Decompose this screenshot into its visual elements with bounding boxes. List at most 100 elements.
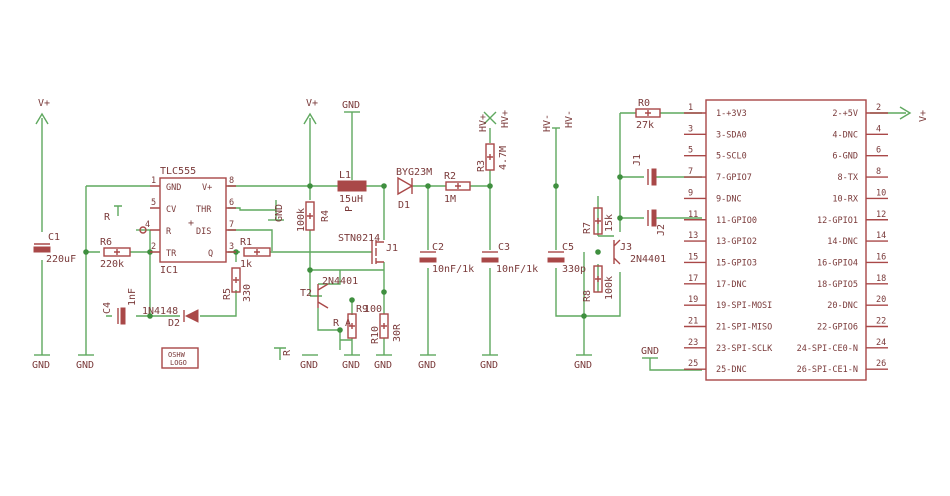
resistor-r7: R7 15k xyxy=(582,207,615,235)
svg-text:1nF: 1nF xyxy=(127,288,138,306)
resistor-r4: R4 100k xyxy=(296,201,331,232)
svg-text:GND: GND xyxy=(166,183,181,193)
header-pin-number: 25 xyxy=(688,359,698,369)
capacitor-c5: C5 330p xyxy=(547,242,586,275)
svg-text:GND: GND xyxy=(374,360,392,371)
transistor-j3: J3 2N4401 xyxy=(613,239,666,265)
svg-text:DIS: DIS xyxy=(196,227,211,237)
supply-hv-plus: HV+ HV+ xyxy=(478,110,511,132)
svg-text:15k: 15k xyxy=(604,214,615,232)
svg-text:8: 8 xyxy=(229,176,234,186)
header-pin-number: 7 xyxy=(688,167,693,177)
supply-label: HV+ xyxy=(500,110,511,128)
svg-text:6: 6 xyxy=(229,198,234,208)
svg-text:R5: R5 xyxy=(222,288,233,300)
svg-text:R9: R9 xyxy=(356,304,368,315)
svg-text:GND: GND xyxy=(76,360,94,371)
svg-text:J3: J3 xyxy=(620,242,632,253)
header-pin-number: 14 xyxy=(876,231,886,241)
header-pin-number: 3 xyxy=(688,124,693,134)
header-pin-label: 6-GND xyxy=(832,152,858,162)
header-pin-number: 18 xyxy=(876,274,886,284)
header-pin-label: 2-+5V xyxy=(832,109,858,119)
resistor-r3: R3 4.7M xyxy=(476,143,509,172)
svg-text:GND: GND xyxy=(32,360,50,371)
svg-text:T2: T2 xyxy=(300,288,312,299)
gpio-header: 11-+3V333-SDA055-SCL077-GPIO799-DNC1111-… xyxy=(684,99,888,381)
ground-3: GND xyxy=(268,204,285,222)
svg-text:GND: GND xyxy=(480,360,498,371)
ground-6: GND xyxy=(374,354,392,371)
supply-hv-minus: HV- HV- xyxy=(542,110,575,132)
wires xyxy=(41,112,906,371)
svg-text:330p: 330p xyxy=(562,264,586,275)
header-pin-label: 10-RX xyxy=(832,194,858,204)
capacitor-c1: C1 220uF xyxy=(33,232,76,265)
svg-text:27k: 27k xyxy=(636,120,654,131)
svg-text:1k: 1k xyxy=(240,259,252,270)
header-pin-number: 20 xyxy=(876,295,886,305)
header-pin-label: 17-DNC xyxy=(716,280,747,290)
oshw-logo: OSHW LOGO xyxy=(161,347,199,369)
svg-text:4.7M: 4.7M xyxy=(498,146,509,170)
header-pin-label: 22-GPIO6 xyxy=(817,323,858,333)
svg-text:100k: 100k xyxy=(604,276,615,300)
svg-text:STN0214: STN0214 xyxy=(338,233,380,244)
header-pin-label: 8-TX xyxy=(838,173,859,183)
supply-vplus-mid: V+ xyxy=(303,98,318,125)
header-pin-number: 17 xyxy=(688,274,698,284)
header-pin-number: 23 xyxy=(688,338,698,348)
header-pin-label: 3-SDA0 xyxy=(716,130,747,140)
svg-text:D2: D2 xyxy=(168,318,180,329)
header-pin-number: 19 xyxy=(688,295,698,305)
svg-text:GND: GND xyxy=(342,360,360,371)
svg-text:GND: GND xyxy=(418,360,436,371)
svg-text:GND: GND xyxy=(300,360,318,371)
resistor-r2: R2 1M xyxy=(444,171,471,205)
header-pin-number: 4 xyxy=(876,124,881,134)
header-pin-number: 1 xyxy=(688,103,693,113)
header-pin-number: 21 xyxy=(688,317,698,327)
svg-text:R4: R4 xyxy=(320,210,331,222)
supply-label: V+ xyxy=(38,98,50,109)
header-pin-number: 11 xyxy=(688,210,698,220)
header-pin-number: 22 xyxy=(876,317,886,327)
header-pin-label: 20-DNC xyxy=(827,301,858,311)
ground-1: GND xyxy=(32,354,50,371)
resistor-r6: R6 220k xyxy=(100,237,131,270)
svg-text:2N4401: 2N4401 xyxy=(322,276,358,287)
svg-text:BYG23M: BYG23M xyxy=(396,167,432,178)
header-pin-label: 15-GPIO3 xyxy=(716,258,757,268)
junctions xyxy=(83,174,623,333)
supply-label: V+ xyxy=(918,110,929,122)
supply-vplus-left: V+ xyxy=(35,98,50,125)
supply-label: GND xyxy=(641,346,659,357)
ic1-ref: IC1 xyxy=(160,265,178,276)
svg-text:4: 4 xyxy=(145,220,150,230)
header-pin-number: 5 xyxy=(688,146,693,156)
svg-text:CV: CV xyxy=(166,205,176,215)
header-pin-number: 15 xyxy=(688,252,698,262)
svg-text:C5: C5 xyxy=(562,242,574,253)
header-pin-number: 2 xyxy=(876,103,881,113)
header-pin-label: 23-SPI-SCLK xyxy=(716,344,773,354)
svg-text:10nF/1k: 10nF/1k xyxy=(496,264,538,275)
supply-label: HV- xyxy=(564,110,575,128)
header-right-pins: 22-+5V44-DNC66-GND88-TX1010-RX1212-GPIO1… xyxy=(797,103,888,375)
resistor-r10: R10 30R xyxy=(370,313,403,344)
svg-text:330: 330 xyxy=(242,284,253,302)
svg-text:R10: R10 xyxy=(370,326,381,344)
resistor-r5: R5 330 xyxy=(222,267,253,302)
svg-text:LOGO: LOGO xyxy=(170,359,187,367)
ground-symbols: GND GND GND GND GND GND GND GND GND xyxy=(32,204,592,371)
header-pin-label: 24-SPI-CE0-N xyxy=(797,344,858,354)
ground-8: GND xyxy=(480,354,498,371)
svg-text:V+: V+ xyxy=(202,183,212,193)
header-pin-label: 9-DNC xyxy=(716,194,742,204)
diode-d2: 1N4148 D2 xyxy=(142,306,199,329)
svg-text:L1: L1 xyxy=(339,170,351,181)
header-pin-label: 1-+3V3 xyxy=(716,109,747,119)
supply-label: V+ xyxy=(306,98,318,109)
ground-7: GND xyxy=(418,354,436,371)
header-pin-number: 26 xyxy=(876,359,886,369)
